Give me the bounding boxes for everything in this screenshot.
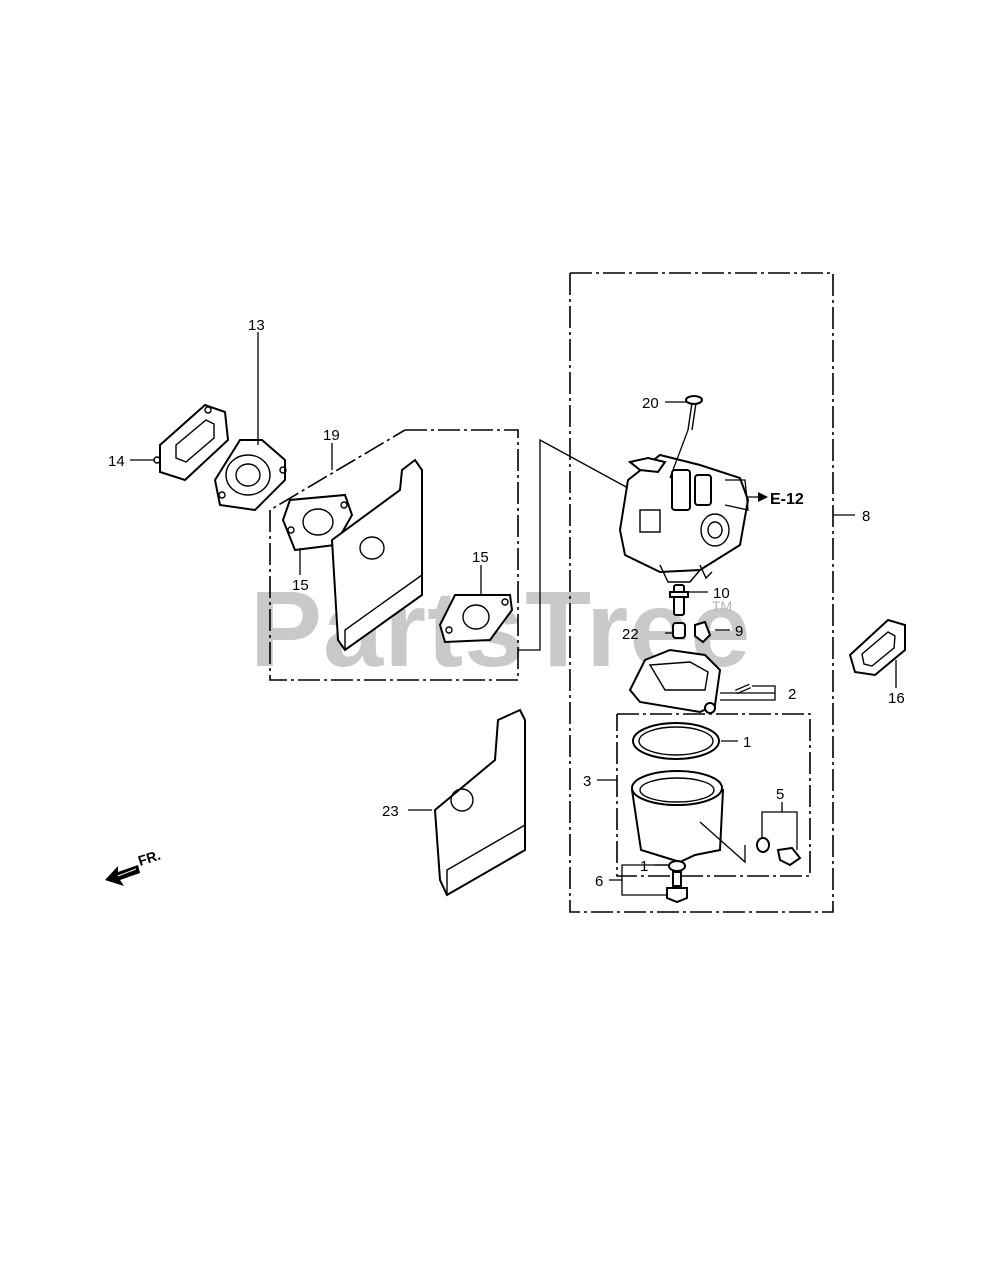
callout-16: 16 bbox=[888, 690, 905, 707]
callout-1-upper: 1 bbox=[743, 734, 751, 751]
bowl-3-drawing bbox=[630, 770, 725, 864]
insulator-13-drawing bbox=[213, 439, 287, 512]
callout-3: 3 bbox=[583, 773, 591, 790]
connector-line bbox=[518, 438, 629, 651]
callout-22: 22 bbox=[622, 626, 639, 643]
front-direction-arrow-icon bbox=[105, 865, 140, 886]
gasket-15-center-drawing bbox=[438, 594, 514, 644]
callout-23: 23 bbox=[382, 803, 399, 820]
jet-22-drawing bbox=[672, 622, 686, 639]
watermark-trademark: TM bbox=[712, 598, 733, 614]
callout-15-center: 15 bbox=[472, 549, 489, 566]
callout-15-left: 15 bbox=[292, 577, 309, 594]
bolt-5-drawing bbox=[756, 837, 802, 867]
float-chamber-drawing bbox=[628, 648, 722, 714]
gasket-14-drawing bbox=[153, 403, 230, 482]
callout-8: 8 bbox=[862, 508, 870, 525]
shield-23-drawing bbox=[433, 708, 526, 897]
callout-10: 10 bbox=[713, 585, 730, 602]
callout-14: 14 bbox=[108, 453, 125, 470]
callout-19: 19 bbox=[323, 427, 340, 444]
callout-5: 5 bbox=[776, 786, 784, 803]
shield-19-drawing bbox=[330, 458, 423, 652]
carburetor-body-drawing bbox=[618, 453, 750, 583]
screw-9-drawing bbox=[694, 620, 712, 644]
o-ring-1-drawing bbox=[632, 722, 720, 760]
front-direction-label: FR. bbox=[136, 847, 162, 869]
bolt-6-drawing bbox=[666, 860, 688, 904]
callout-13: 13 bbox=[248, 317, 265, 334]
callout-2: 2 bbox=[788, 686, 796, 703]
leader-lines bbox=[130, 332, 897, 896]
group-box-bowl bbox=[616, 713, 811, 877]
group-box-left bbox=[269, 429, 519, 681]
callout-6: 6 bbox=[595, 873, 603, 890]
gasket-15-left-drawing bbox=[281, 493, 354, 552]
reference-label: E-12 bbox=[770, 491, 804, 508]
callout-9: 9 bbox=[735, 623, 743, 640]
screw-20-drawing bbox=[669, 395, 703, 479]
pin-2-drawing bbox=[735, 683, 751, 695]
jet-10-drawing bbox=[669, 584, 689, 616]
callout-20: 20 bbox=[642, 395, 659, 412]
callout-1-lower: 1 bbox=[640, 858, 648, 875]
group-box-carburetor bbox=[569, 272, 834, 913]
gasket-16-drawing bbox=[848, 618, 906, 677]
